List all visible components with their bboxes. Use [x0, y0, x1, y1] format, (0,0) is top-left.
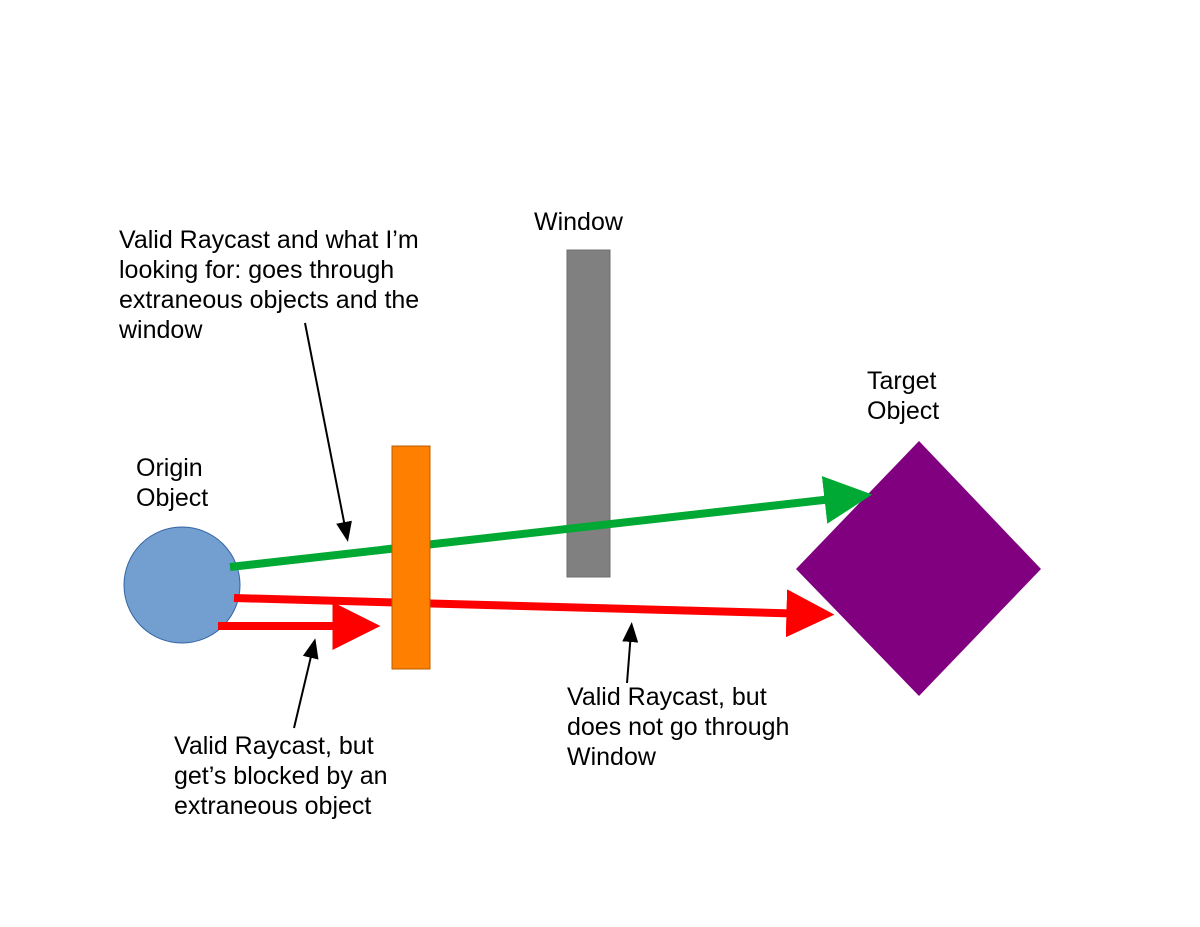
- red-long-ray: [233, 589, 835, 638]
- origin-object-label: Origin Object: [136, 454, 209, 512]
- green-ray-pointer: [304, 322, 352, 542]
- red-long-ray-pointer: [622, 622, 639, 684]
- red-short-ray-pointer: [293, 638, 319, 729]
- origin-object: [123, 526, 241, 644]
- extraneous-object: [391, 445, 431, 670]
- window-label: Window: [534, 208, 623, 236]
- target-object: [796, 441, 1041, 696]
- red-long-ray-caption: Valid Raycast, but does not go through W…: [567, 683, 790, 771]
- target-object-label: Target Object: [867, 367, 940, 425]
- green-ray-caption: Valid Raycast and what I’m looking for: …: [119, 226, 420, 344]
- green-ray: [229, 476, 873, 571]
- red-short-ray-caption: Valid Raycast, but get’s blocked by an e…: [174, 732, 388, 820]
